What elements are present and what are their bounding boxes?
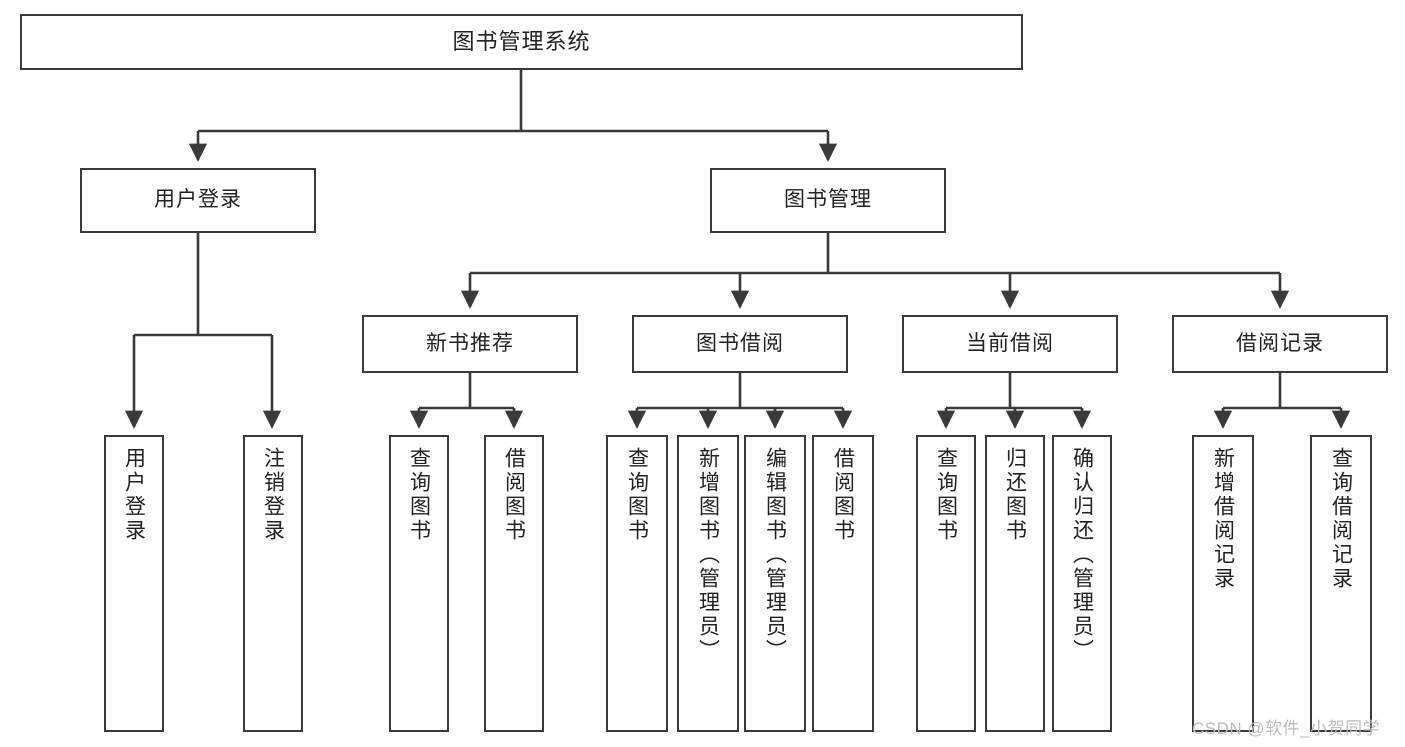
node-current-borrow[interactable]: 当前借阅 bbox=[902, 315, 1118, 373]
node-leaf-add-record-label: 新增借阅记录 bbox=[1211, 447, 1235, 591]
node-borrow-record[interactable]: 借阅记录 bbox=[1172, 315, 1388, 373]
node-user-login-label: 用户登录 bbox=[154, 188, 242, 212]
node-user-login[interactable]: 用户登录 bbox=[80, 168, 316, 233]
node-leaf-add-book[interactable]: 新增图书（管理员） bbox=[677, 435, 739, 732]
node-leaf-query-book-1[interactable]: 查询图书 bbox=[389, 435, 449, 732]
node-leaf-return-book[interactable]: 归还图书 bbox=[985, 435, 1045, 732]
node-borrow-record-label: 借阅记录 bbox=[1236, 331, 1324, 355]
node-leaf-query-book-2-label: 查询图书 bbox=[625, 447, 649, 543]
node-leaf-confirm-return[interactable]: 确认归还（管理员） bbox=[1052, 435, 1112, 732]
node-leaf-query-book-2[interactable]: 查询图书 bbox=[606, 435, 668, 732]
node-leaf-borrow-book-2-label: 借阅图书 bbox=[831, 447, 855, 543]
node-book-management[interactable]: 图书管理 bbox=[710, 168, 946, 233]
node-leaf-query-book-3-label: 查询图书 bbox=[934, 447, 958, 543]
node-leaf-borrow-book-1[interactable]: 借阅图书 bbox=[484, 435, 544, 732]
node-root[interactable]: 图书管理系统 bbox=[20, 14, 1023, 70]
node-leaf-borrow-book-2[interactable]: 借阅图书 bbox=[812, 435, 874, 732]
node-new-book-recommend-label: 新书推荐 bbox=[426, 331, 514, 355]
csdn-watermark: CSDN @软件_小贺同学 bbox=[1192, 719, 1381, 738]
node-leaf-query-record-label: 查询借阅记录 bbox=[1329, 447, 1353, 591]
node-leaf-borrow-book-1-label: 借阅图书 bbox=[502, 447, 526, 543]
node-leaf-query-book-3[interactable]: 查询图书 bbox=[916, 435, 976, 732]
node-leaf-edit-book[interactable]: 编辑图书（管理员） bbox=[744, 435, 806, 732]
node-leaf-query-record[interactable]: 查询借阅记录 bbox=[1310, 435, 1372, 732]
node-root-label: 图书管理系统 bbox=[452, 29, 591, 55]
node-leaf-edit-book-label: 编辑图书（管理员） bbox=[763, 447, 787, 663]
node-leaf-add-book-label: 新增图书（管理员） bbox=[696, 447, 720, 663]
node-book-borrow-label: 图书借阅 bbox=[696, 331, 784, 355]
node-leaf-user-login-label: 用户登录 bbox=[122, 447, 146, 543]
node-new-book-recommend[interactable]: 新书推荐 bbox=[362, 315, 578, 373]
node-leaf-confirm-return-label: 确认归还（管理员） bbox=[1070, 447, 1094, 663]
node-leaf-query-book-1-label: 查询图书 bbox=[407, 447, 431, 543]
node-leaf-user-login[interactable]: 用户登录 bbox=[104, 435, 164, 732]
node-leaf-return-book-label: 归还图书 bbox=[1003, 447, 1027, 543]
node-book-management-label: 图书管理 bbox=[784, 188, 872, 212]
node-book-borrow[interactable]: 图书借阅 bbox=[632, 315, 848, 373]
node-leaf-user-logout[interactable]: 注销登录 bbox=[243, 435, 303, 732]
node-leaf-add-record[interactable]: 新增借阅记录 bbox=[1192, 435, 1254, 732]
node-leaf-user-logout-label: 注销登录 bbox=[261, 447, 285, 543]
node-current-borrow-label: 当前借阅 bbox=[966, 331, 1054, 355]
